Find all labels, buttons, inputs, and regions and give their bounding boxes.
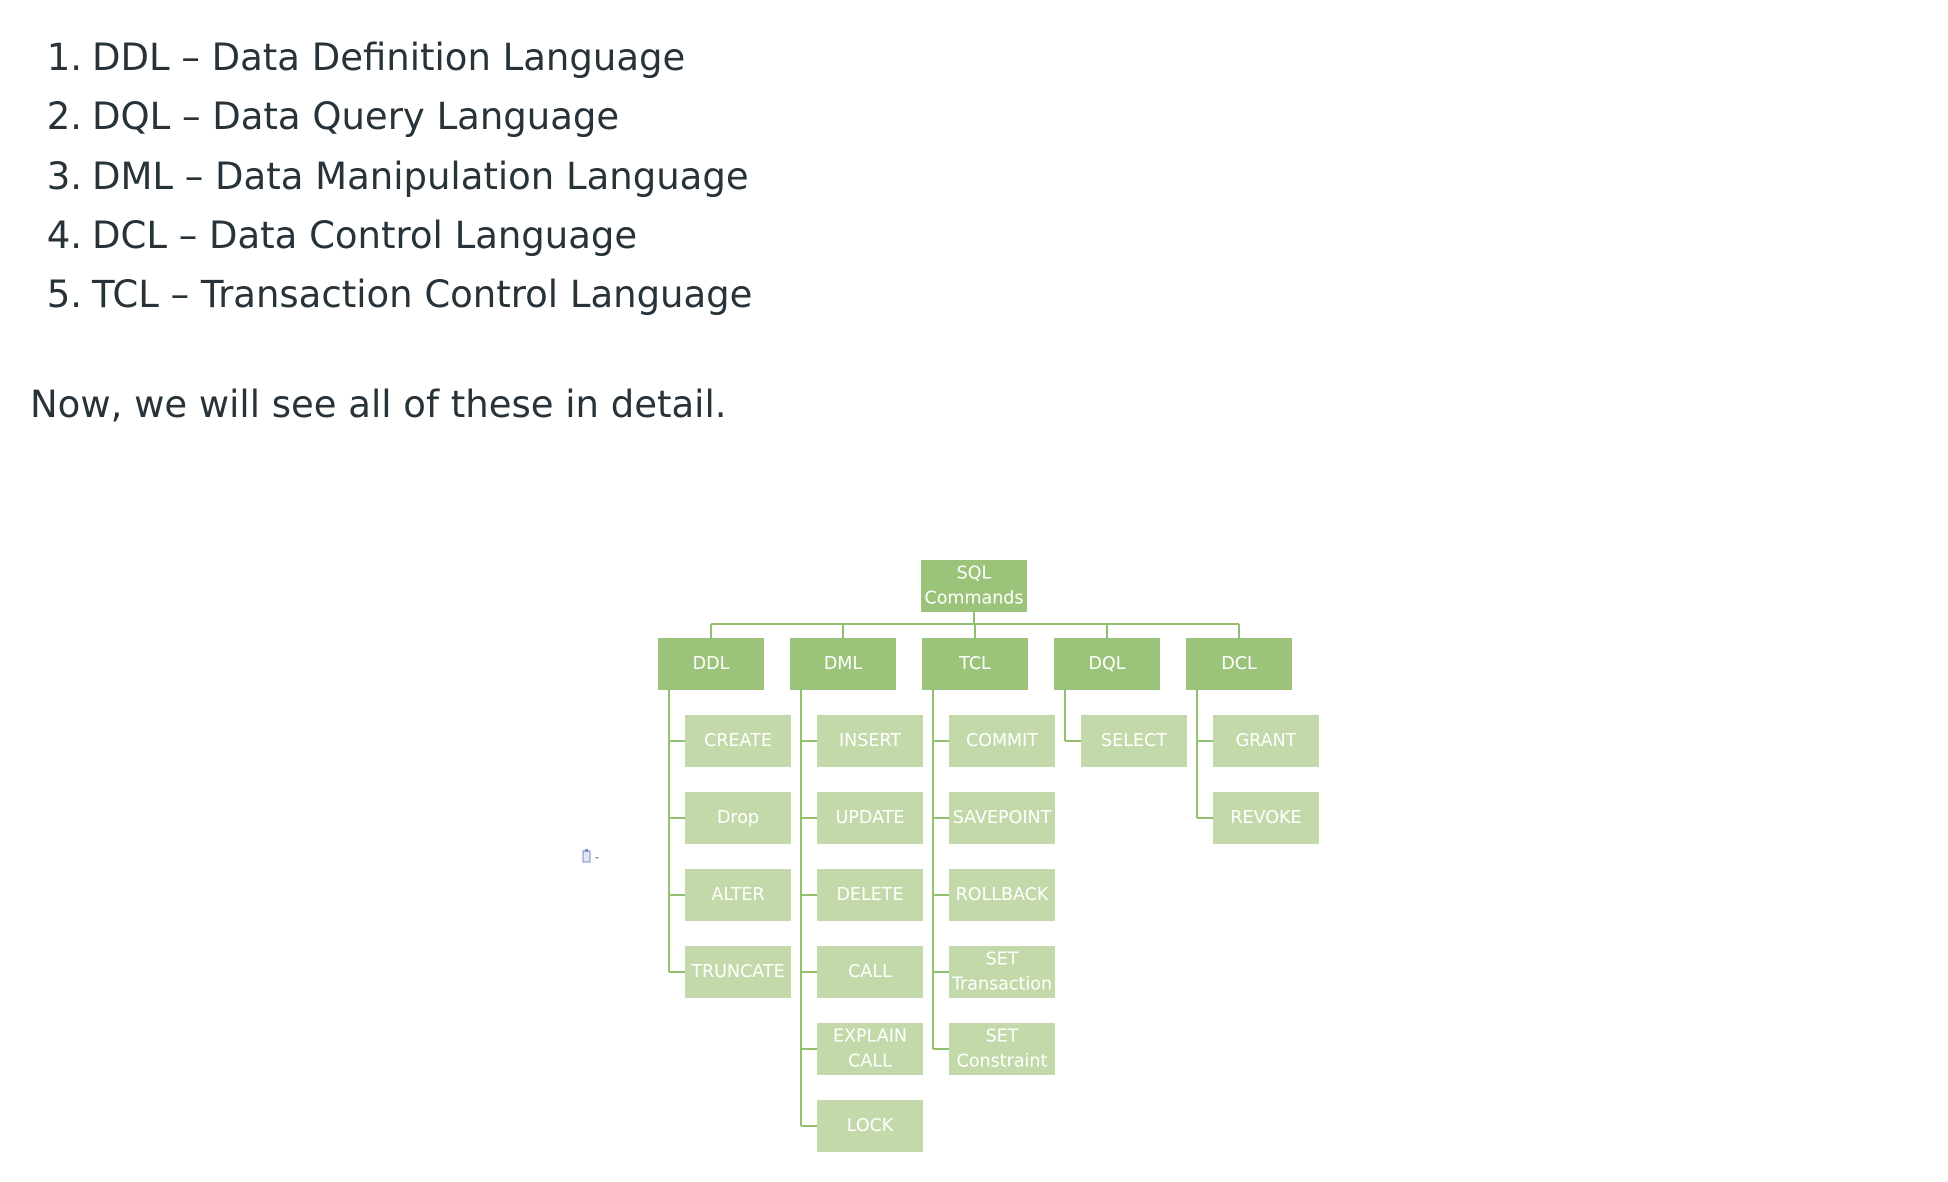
category-node-dcl-rect	[1186, 638, 1292, 690]
command-node-label: SELECT	[1101, 731, 1167, 751]
list-item: 3.DML – Data Manipulation Language	[30, 147, 752, 206]
list-item: 1.DDL – Data Definition Language	[30, 28, 752, 87]
list-text: TCL – Transaction Control Language	[92, 273, 753, 317]
list-number: 2.	[46, 95, 82, 139]
list-number: 4.	[46, 213, 82, 257]
command-node-label: CALL	[848, 1052, 892, 1072]
command-node-label: ROLLBACK	[956, 885, 1049, 905]
command-node: SAVEPOINT	[949, 792, 1055, 844]
command-node: Drop	[685, 792, 791, 844]
command-node: UPDATE	[817, 792, 923, 844]
command-node: DELETE	[817, 869, 923, 921]
category-node-dql-label: DQL	[1089, 654, 1126, 674]
command-node-rect	[949, 792, 1055, 844]
command-node-label: SET	[986, 1027, 1019, 1047]
category-node-tcl-label: TCL	[958, 654, 991, 674]
command-node-label: LOCK	[847, 1116, 894, 1136]
command-node-rect	[685, 715, 791, 767]
command-node-rect	[949, 946, 1055, 998]
command-node: ALTER	[685, 869, 791, 921]
list-item: 5.TCL – Transaction Control Language	[30, 265, 753, 324]
command-node: TRUNCATE	[685, 946, 791, 998]
command-node-rect	[817, 869, 923, 921]
category-node-tcl-rect	[922, 638, 1028, 690]
command-node: EXPLAIN CALL	[817, 1023, 923, 1075]
command-node-label: CREATE	[704, 731, 772, 751]
command-node: SELECT	[1081, 715, 1187, 767]
command-node: LOCK	[817, 1100, 923, 1152]
command-node-rect	[949, 869, 1055, 921]
category-node-dcl-label: DCL	[1221, 654, 1257, 674]
root-node-label: SQL	[957, 564, 992, 584]
command-node-label: SAVEPOINT	[953, 808, 1052, 828]
list-item: 4.DCL – Data Control Language	[30, 206, 752, 265]
command-node-rect	[685, 792, 791, 844]
category-node-ddl: DDL	[658, 638, 764, 690]
command-node-label: CALL	[848, 962, 892, 982]
category-node-dml-label: DML	[824, 654, 863, 674]
command-node-rect	[817, 1100, 923, 1152]
command-node-rect	[685, 946, 791, 998]
command-node-rect	[817, 946, 923, 998]
root-node: SQL Commands	[921, 560, 1027, 612]
command-node: REVOKE	[1213, 792, 1319, 844]
category-node-ddl-label: DDL	[693, 654, 730, 674]
sql-language-list: 1.DDL – Data Definition Language 2.DQL –…	[30, 28, 753, 324]
command-node: CALL	[817, 946, 923, 998]
category-node-dml: DML	[790, 638, 896, 690]
command-node: SET Constraint	[949, 1023, 1055, 1075]
list-item: 2.DQL – Data Query Language	[30, 87, 752, 146]
category-node-ddl-rect	[658, 638, 764, 690]
command-node-label: Transaction	[951, 975, 1052, 995]
command-node-rect	[817, 1023, 923, 1075]
command-node-rect	[1081, 715, 1187, 767]
list-text: DML – Data Manipulation Language	[92, 154, 749, 198]
category-node-dql-rect	[1054, 638, 1160, 690]
command-node-label: INSERT	[839, 731, 901, 751]
command-node-rect	[949, 715, 1055, 767]
list-number: 3.	[46, 154, 82, 198]
command-node-label: UPDATE	[836, 808, 905, 828]
command-node-rect	[685, 869, 791, 921]
command-node-label: COMMIT	[966, 731, 1038, 751]
command-node-rect	[949, 1023, 1055, 1075]
list-text: DDL – Data Definition Language	[92, 36, 686, 79]
list-number: 5.	[46, 273, 82, 317]
list-text: DCL – Data Control Language	[92, 213, 638, 257]
command-node-label: REVOKE	[1230, 808, 1301, 828]
command-node-label: SET	[986, 950, 1019, 970]
category-node-dcl: DCL	[1186, 638, 1292, 690]
category-node-dql: DQL	[1054, 638, 1160, 690]
command-node: GRANT	[1213, 715, 1319, 767]
command-node-label: Constraint	[957, 1052, 1048, 1072]
command-node: SET Transaction	[949, 946, 1055, 998]
command-node-label: TRUNCATE	[690, 962, 784, 982]
command-node: INSERT	[817, 715, 923, 767]
command-node-rect	[817, 715, 923, 767]
root-node-label: Commands	[924, 589, 1023, 609]
command-node-label: DELETE	[836, 885, 903, 905]
command-node: ROLLBACK	[949, 869, 1055, 921]
list-number: 1.	[46, 36, 82, 79]
category-node-dml-rect	[790, 638, 896, 690]
root-node-rect	[921, 560, 1027, 612]
list-text: DQL – Data Query Language	[92, 95, 620, 139]
paste-options-icon[interactable]	[582, 848, 604, 864]
intro-paragraph: Now, we will see all of these in detail.	[30, 383, 727, 426]
command-node: COMMIT	[949, 715, 1055, 767]
command-node-label: Drop	[717, 808, 759, 828]
command-node-label: GRANT	[1236, 731, 1297, 751]
command-node-rect	[1213, 792, 1319, 844]
category-node-tcl: TCL	[922, 638, 1028, 690]
command-node-label: ALTER	[711, 885, 764, 905]
command-node: CREATE	[685, 715, 791, 767]
command-node-label: EXPLAIN	[833, 1027, 907, 1047]
command-node-rect	[817, 792, 923, 844]
command-node-rect	[1213, 715, 1319, 767]
